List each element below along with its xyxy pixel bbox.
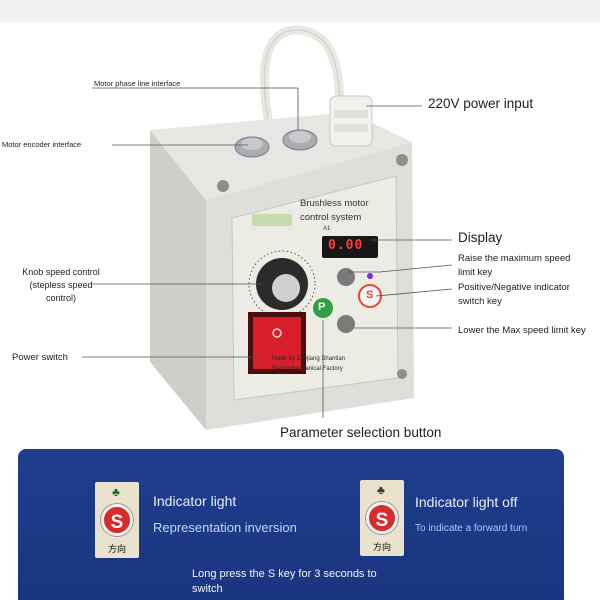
key-card-right: ♣ S 方向 — [360, 480, 404, 556]
label-power-input: 220V power input — [428, 96, 534, 111]
p-key — [313, 298, 333, 318]
s-key-icon: S — [101, 504, 133, 536]
box-side — [150, 130, 206, 430]
display-readout: 0.00 — [328, 238, 364, 253]
indicator-dot — [367, 273, 373, 279]
label-parameter-button: Parameter selection button — [280, 425, 442, 440]
s-key-ring — [358, 284, 382, 308]
power-switch-rocker — [253, 317, 301, 369]
power-cable — [259, 25, 345, 123]
mount-hole — [396, 154, 408, 166]
s-key-label: S — [366, 289, 374, 301]
cable-gland — [329, 95, 373, 147]
knob-scale — [248, 250, 316, 318]
s-key-icon: S — [366, 502, 398, 534]
long-press-instruction: Long press the S key for 3 seconds to sw… — [192, 568, 377, 595]
top-strip — [0, 0, 600, 22]
left-subtitle: Representation inversion — [153, 520, 297, 535]
raise-limit-key — [337, 268, 355, 286]
p-key-label: P — [318, 301, 326, 313]
key-card-left: ♣ S 方向 — [95, 482, 139, 558]
label-motor-phase: Motor phase line interface — [94, 79, 181, 88]
brand-logo — [252, 214, 292, 226]
right-title: Indicator light off — [415, 494, 518, 510]
mount-hole — [397, 369, 407, 379]
lamp-off-icon: ♣ — [377, 483, 385, 497]
label-power-switch: Power switch — [12, 352, 68, 363]
left-title: Indicator light — [153, 493, 237, 509]
right-subtitle: To indicate a forward turn — [415, 523, 528, 534]
mount-hole — [217, 180, 229, 192]
maker-text: Made by Zhejiang Shantian Electromechani… — [272, 356, 346, 372]
label-motor-encoder: Motor encoder interface — [2, 140, 82, 149]
label-lower-limit: Lower the Max speed limit key — [458, 325, 586, 336]
direction-caption: 方向 — [107, 544, 126, 554]
display-tag: A1 — [323, 226, 331, 232]
label-display: Display — [458, 230, 503, 245]
led-display — [322, 236, 378, 258]
lamp-on-icon: ♣ — [112, 485, 120, 499]
label-indicator-key: Positive/Negative indicator switch key — [458, 282, 570, 307]
direction-caption: 方向 — [372, 542, 391, 552]
lower-limit-key — [337, 315, 355, 333]
device-brand-text: Brushless motor control system — [300, 198, 369, 223]
label-raise-limit: Raise the maximum speed limit key — [458, 253, 571, 278]
label-knob: Knob speed control (stepless speed contr… — [22, 267, 100, 303]
